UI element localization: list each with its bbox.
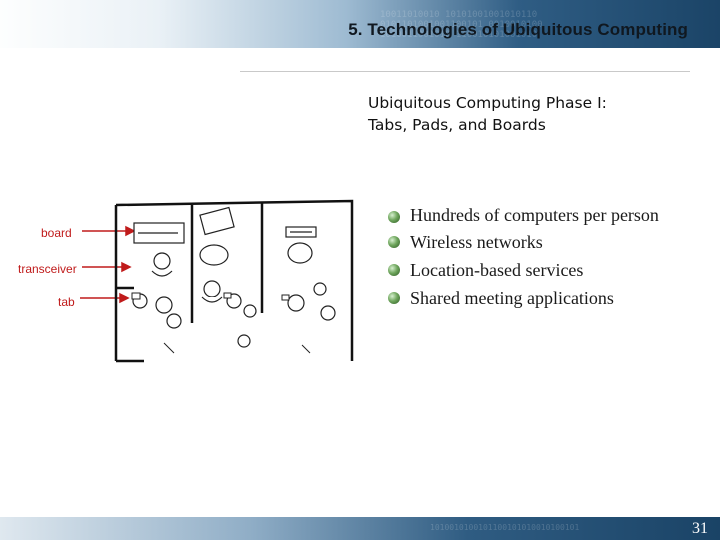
label-transceiver: transceiver — [18, 262, 77, 276]
label-tab: tab — [58, 295, 75, 309]
board-icon — [133, 222, 185, 244]
page-title: 5. Technologies of Ubiquitous Computing — [348, 20, 688, 39]
bullet-item: Hundreds of computers per person — [386, 203, 686, 228]
people-figures — [132, 252, 336, 348]
binary-pattern: 10011010010 10101001001010110 0101101001… — [380, 10, 543, 40]
tab-devices — [131, 292, 311, 354]
office-illustration — [80, 199, 354, 363]
bullet-text: Hundreds of computers per person — [410, 205, 659, 225]
bullet-item: Location-based services — [386, 256, 686, 284]
label-board: board — [41, 226, 72, 240]
bullet-icon — [388, 264, 400, 276]
section-subtitle: Ubiquitous Computing Phase I: Tabs, Pads… — [368, 92, 607, 136]
office-walls — [114, 199, 354, 363]
footer-banner: 1010010100101100101010010100101 31 — [0, 517, 720, 540]
bullet-item: Shared meeting applications — [386, 284, 686, 312]
bullet-icon — [388, 292, 400, 304]
desk-icon — [199, 206, 235, 266]
bullet-item: Wireless networks — [386, 228, 686, 256]
footer-binary-pattern: 1010010100101100101010010100101 — [430, 523, 580, 532]
bullet-icon — [388, 236, 400, 248]
right-desk-icon — [285, 226, 317, 264]
bullet-icon — [388, 211, 400, 223]
bullet-list: Hundreds of computers per person Wireles… — [386, 203, 686, 312]
subtitle-line-2: Tabs, Pads, and Boards — [368, 116, 546, 134]
bullet-text: Location-based services — [410, 260, 584, 280]
header-banner: 10011010010 10101001001010110 0101101001… — [0, 0, 720, 48]
page-number: 31 — [692, 520, 708, 537]
bullet-text: Shared meeting applications — [410, 288, 614, 308]
label-arrows — [80, 225, 136, 304]
divider — [240, 71, 690, 72]
bullet-text: Wireless networks — [410, 232, 543, 252]
subtitle-line-1: Ubiquitous Computing Phase I: — [368, 94, 607, 112]
